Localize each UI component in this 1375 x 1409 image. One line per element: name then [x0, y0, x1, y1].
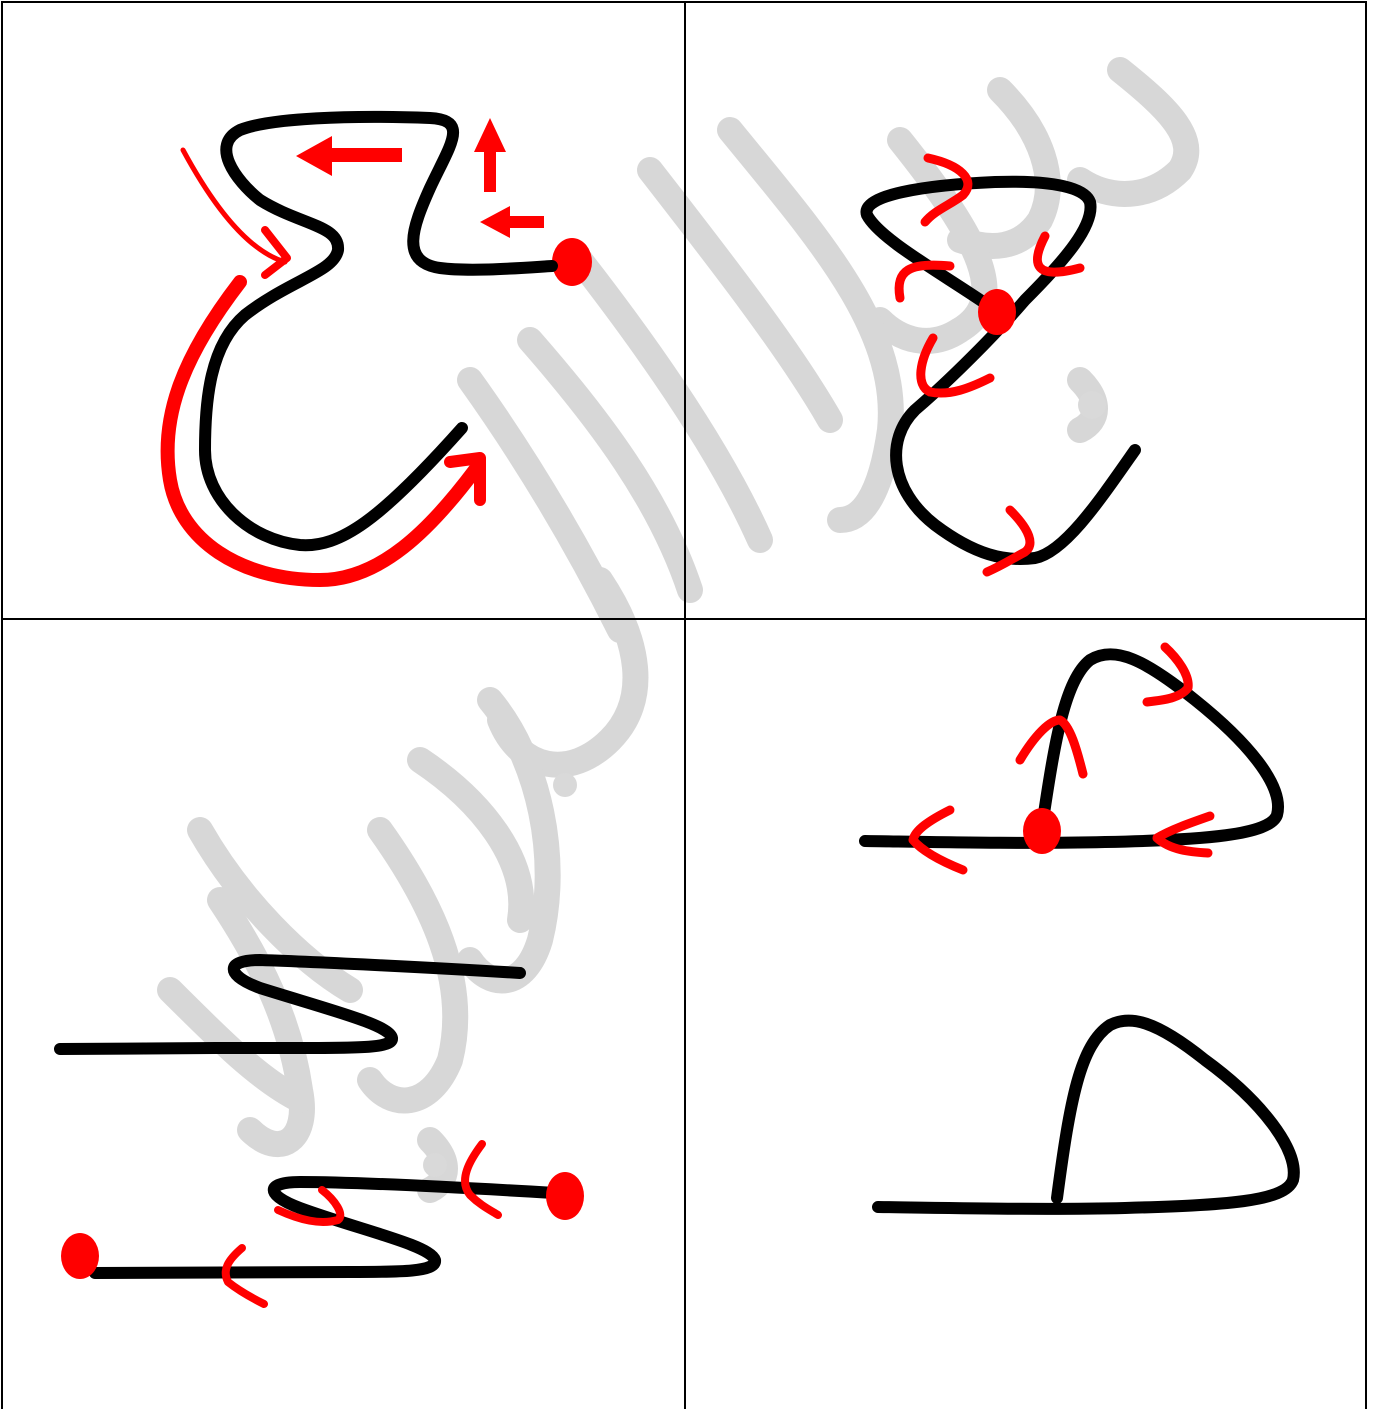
left-arrow-icon [480, 206, 544, 238]
end-dot [61, 1233, 99, 1279]
letter-stroke [878, 1021, 1294, 1209]
cell-bottom-left [0, 620, 685, 1409]
cell-bottom-right [685, 620, 1375, 1409]
left-arrow-icon [296, 136, 402, 176]
start-dot [978, 289, 1016, 335]
letter-stroke [60, 960, 520, 1049]
letter-trace-icon [685, 620, 1375, 1409]
letter-stroke [205, 117, 552, 545]
letter-trace-icon [0, 0, 685, 620]
cell-top-left [0, 0, 685, 620]
start-dot [1023, 808, 1061, 854]
up-arrow-icon [474, 118, 506, 192]
letter-stroke [866, 182, 1135, 559]
start-dot [546, 1172, 584, 1220]
guide-arrow-path [168, 282, 475, 580]
cell-top-right [685, 0, 1375, 620]
letter-trace-icon [0, 620, 685, 1409]
start-dot [552, 238, 592, 286]
direction-chevron-icon [465, 1144, 498, 1215]
letter-trace-icon [685, 0, 1375, 620]
